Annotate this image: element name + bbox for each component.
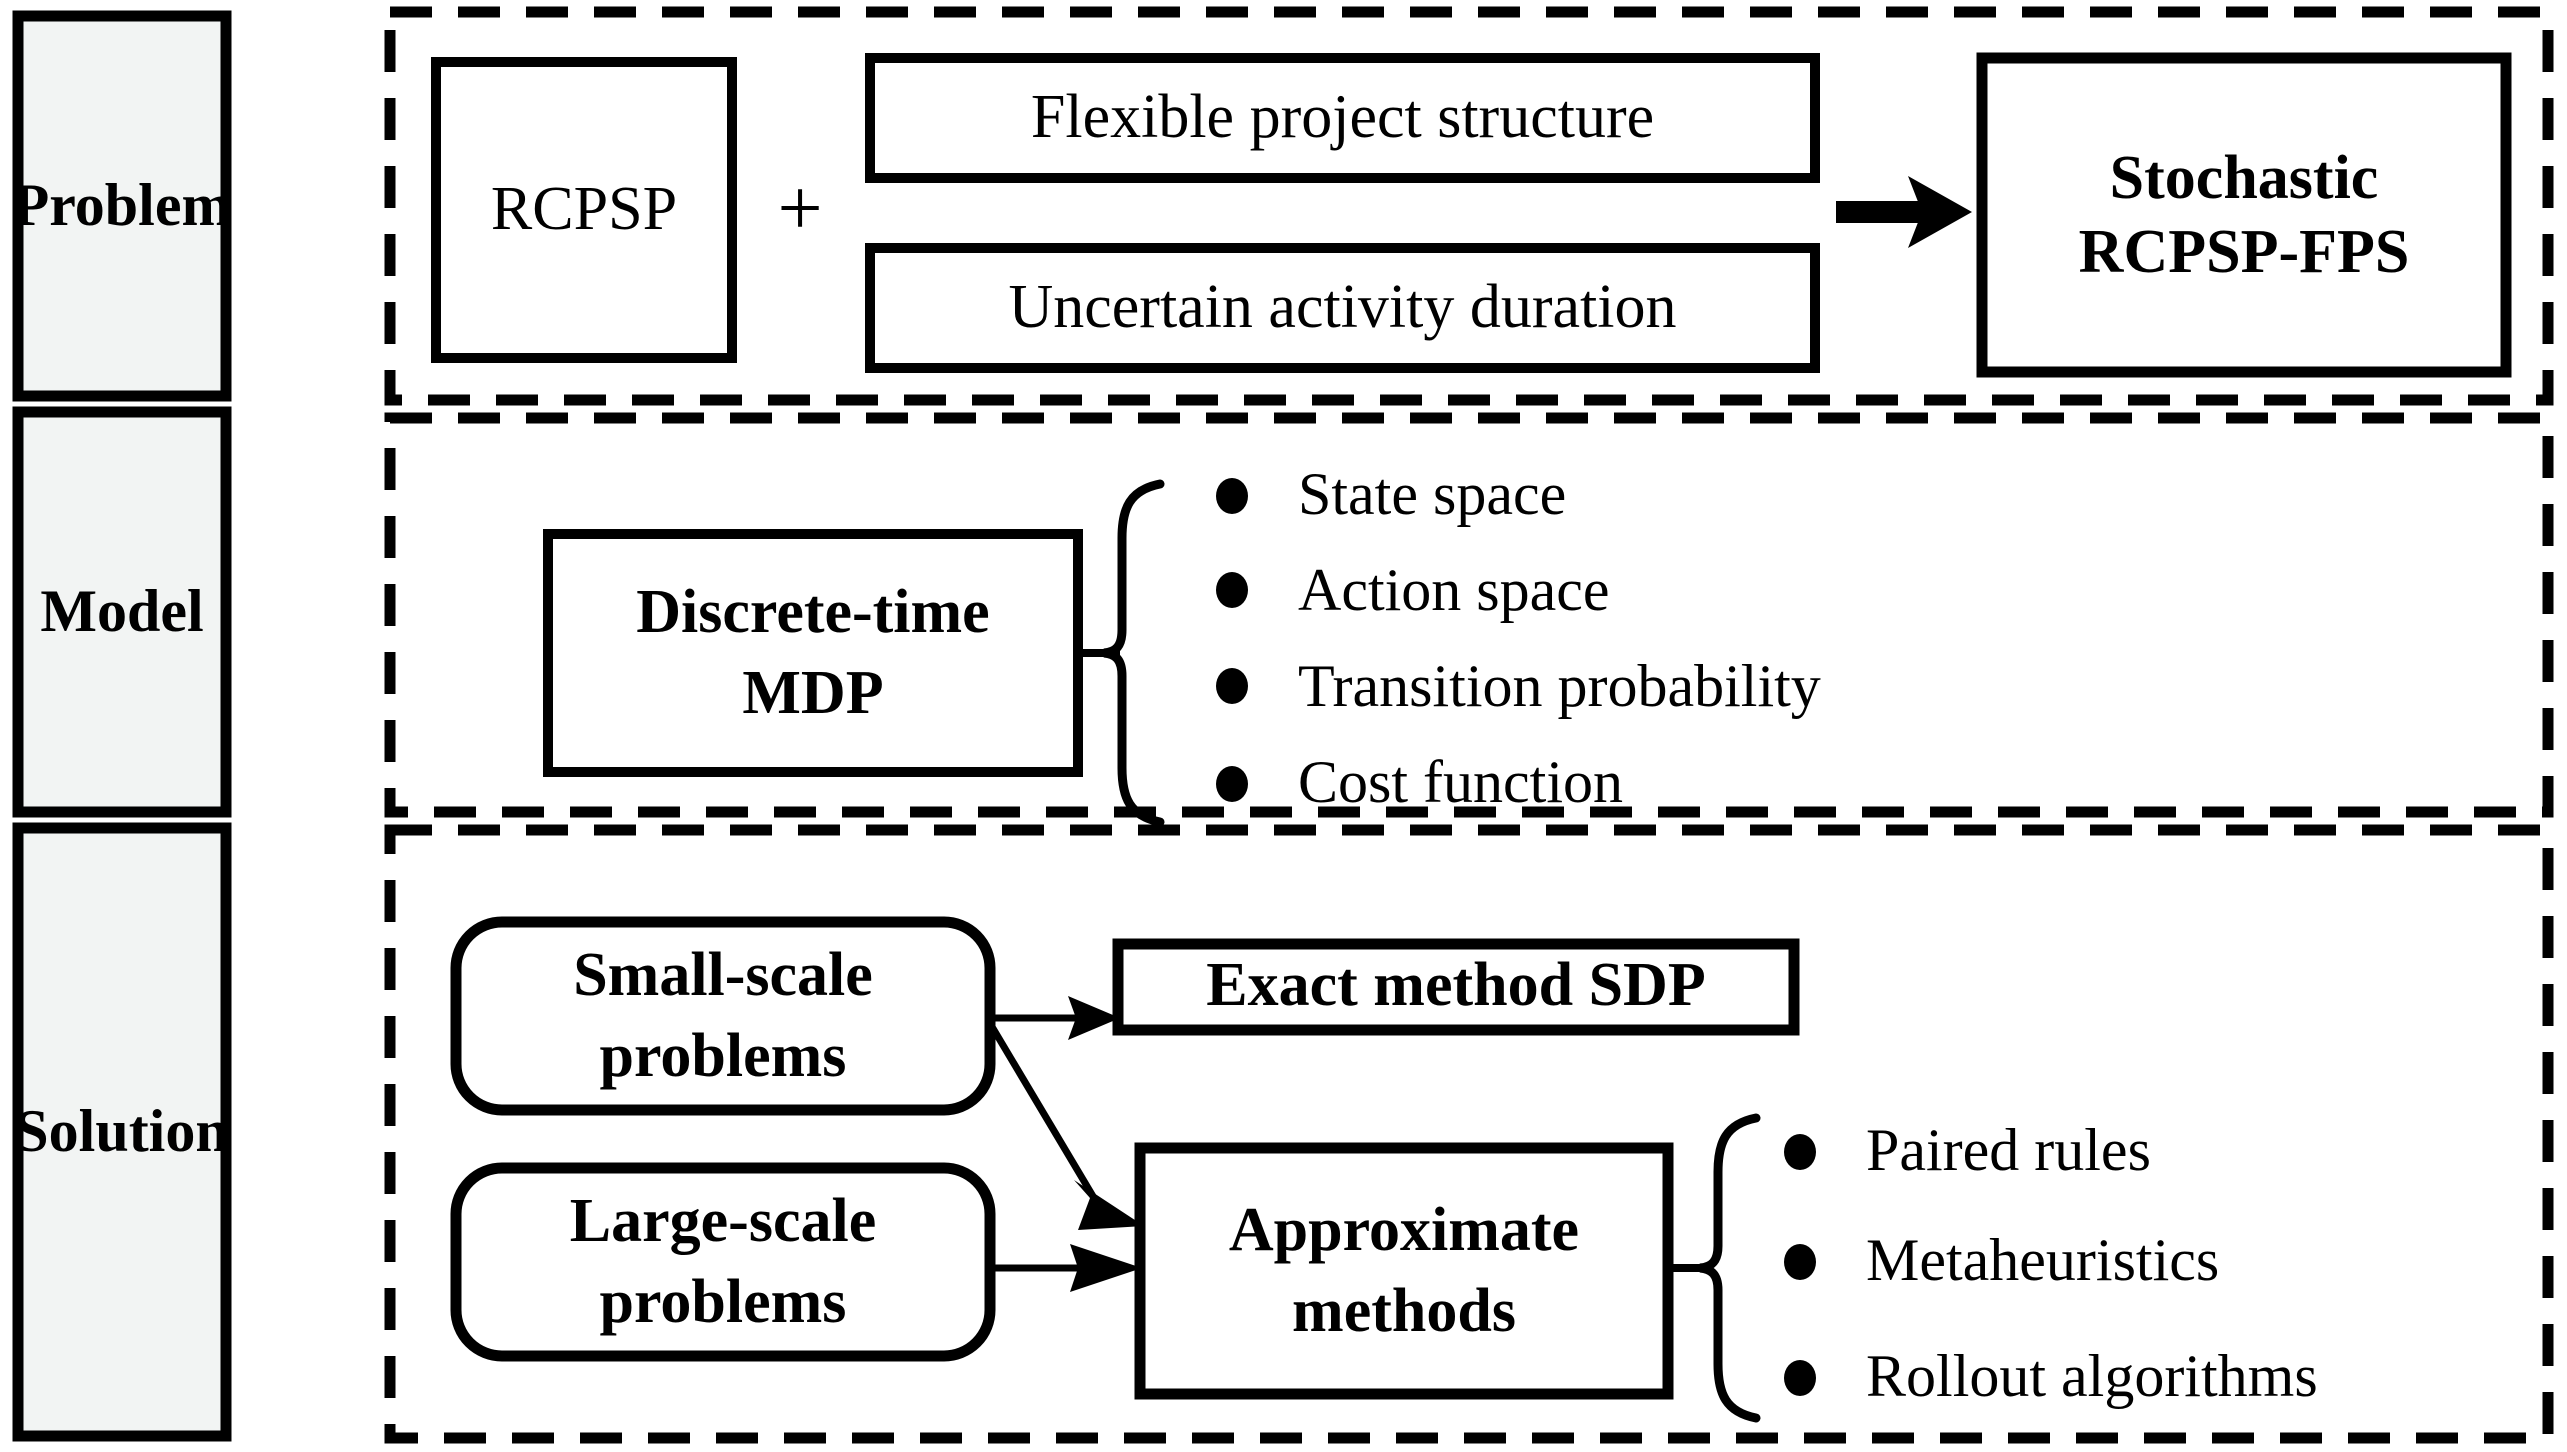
box-uncertain-activity-duration xyxy=(865,243,1820,373)
panel-problem xyxy=(384,6,2554,406)
box-small-scale-problems xyxy=(450,916,996,1116)
arrow-small-to-exact-icon xyxy=(992,996,1120,1040)
bullet-dot xyxy=(1784,1244,1816,1280)
arrow-large-to-approximate-icon xyxy=(992,1244,1142,1292)
left-curly-brace-icon-model xyxy=(1103,479,1165,827)
bullet-dot xyxy=(1216,572,1248,608)
stage-box-problem xyxy=(12,10,232,402)
model-component-transition-probability: Transition probability xyxy=(1298,653,1821,719)
box-flexible-project-structure xyxy=(865,53,1820,183)
model-component-state-space: State space xyxy=(1298,461,1567,527)
stage-box-model xyxy=(12,406,232,818)
box-stochastic-rcpsp-fps xyxy=(1976,52,2512,378)
technique-rollout-algorithms: Rollout algorithms xyxy=(1866,1343,2318,1409)
bullet-dot xyxy=(1216,668,1248,704)
bullet-dot xyxy=(1784,1360,1816,1396)
right-arrow-icon xyxy=(1836,176,1972,248)
panel-model xyxy=(384,412,2554,818)
box-approximate-methods xyxy=(1134,1142,1674,1400)
panel-solution xyxy=(384,824,2554,1444)
bullet-dot xyxy=(1784,1134,1816,1170)
arrow-small-to-approximate-icon xyxy=(984,1018,1144,1230)
left-curly-brace-icon-solution xyxy=(1699,1113,1761,1423)
model-component-cost-function: Cost function xyxy=(1298,749,1623,815)
box-discrete-time-mdp xyxy=(543,529,1083,777)
box-exact-method-sdp xyxy=(1112,938,1800,1036)
bullet-dot xyxy=(1216,478,1248,514)
technique-metaheuristics: Metaheuristics xyxy=(1866,1227,2220,1293)
box-large-scale-problems xyxy=(450,1162,996,1362)
bullet-dot xyxy=(1216,766,1248,802)
model-component-action-space: Action space xyxy=(1298,557,1610,623)
box-rcpsp xyxy=(431,57,737,363)
stage-box-solution xyxy=(12,822,232,1442)
technique-paired-rules: Paired rules xyxy=(1866,1117,2151,1183)
